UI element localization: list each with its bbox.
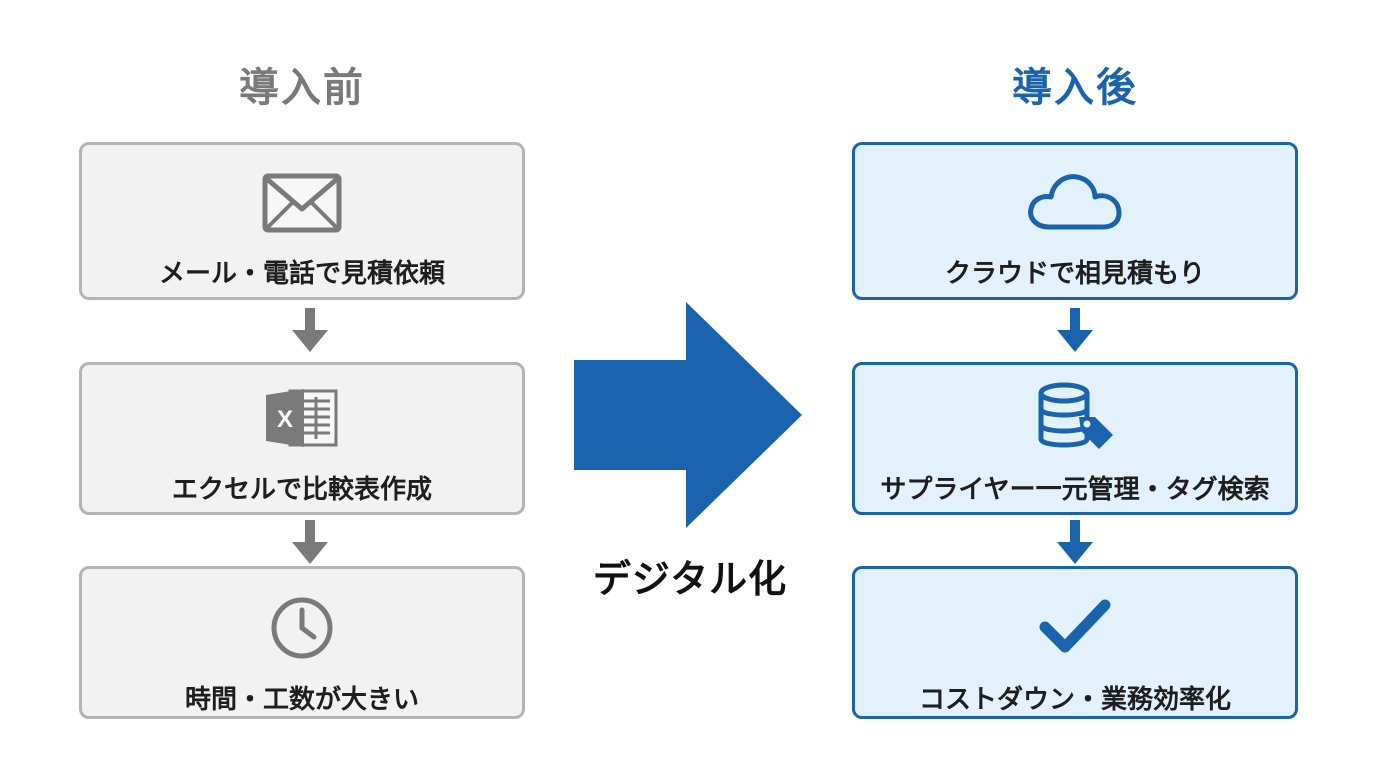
- after-step-supplier: サプライヤー一元管理・タグ検索: [852, 362, 1298, 515]
- clock-icon: [271, 597, 333, 659]
- before-step-email-label: メール・電話で見積依頼: [158, 259, 445, 289]
- after-step-cloud: クラウドで相見積もり: [852, 142, 1298, 300]
- down-arrow-icon: [1057, 308, 1093, 352]
- before-step-time-label: 時間・工数が大きい: [184, 685, 419, 715]
- after-title: 導入後: [1012, 65, 1138, 111]
- down-arrow-icon: [292, 308, 328, 352]
- down-arrow-icon: [1057, 520, 1093, 564]
- before-title: 導入前: [239, 65, 365, 111]
- after-step-cloud-label: クラウドで相見積もり: [944, 259, 1205, 289]
- after-step-supplier-label: サプライヤー一元管理・タグ検索: [880, 475, 1270, 505]
- before-step-time: 時間・工数が大きい: [79, 566, 525, 719]
- checkmark-icon: [1039, 599, 1111, 653]
- transition-label: デジタル化: [592, 557, 788, 601]
- right-arrow-icon: [574, 302, 802, 528]
- before-step-email: メール・電話で見積依頼: [79, 142, 525, 300]
- after-step-cost-label: コストダウン・業務効率化: [918, 685, 1231, 715]
- down-arrow-icon: [292, 520, 328, 564]
- before-step-excel-label: エクセルで比較表作成: [171, 475, 432, 505]
- cloud-icon: [1028, 174, 1122, 230]
- database-tag-icon: [1038, 382, 1113, 449]
- excel-icon-letter: X: [277, 406, 293, 433]
- before-step-excel: X エクセルで比較表作成: [79, 362, 525, 515]
- mail-icon: [262, 173, 342, 233]
- after-step-cost: コストダウン・業務効率化: [852, 566, 1298, 719]
- excel-icon: X: [266, 389, 338, 447]
